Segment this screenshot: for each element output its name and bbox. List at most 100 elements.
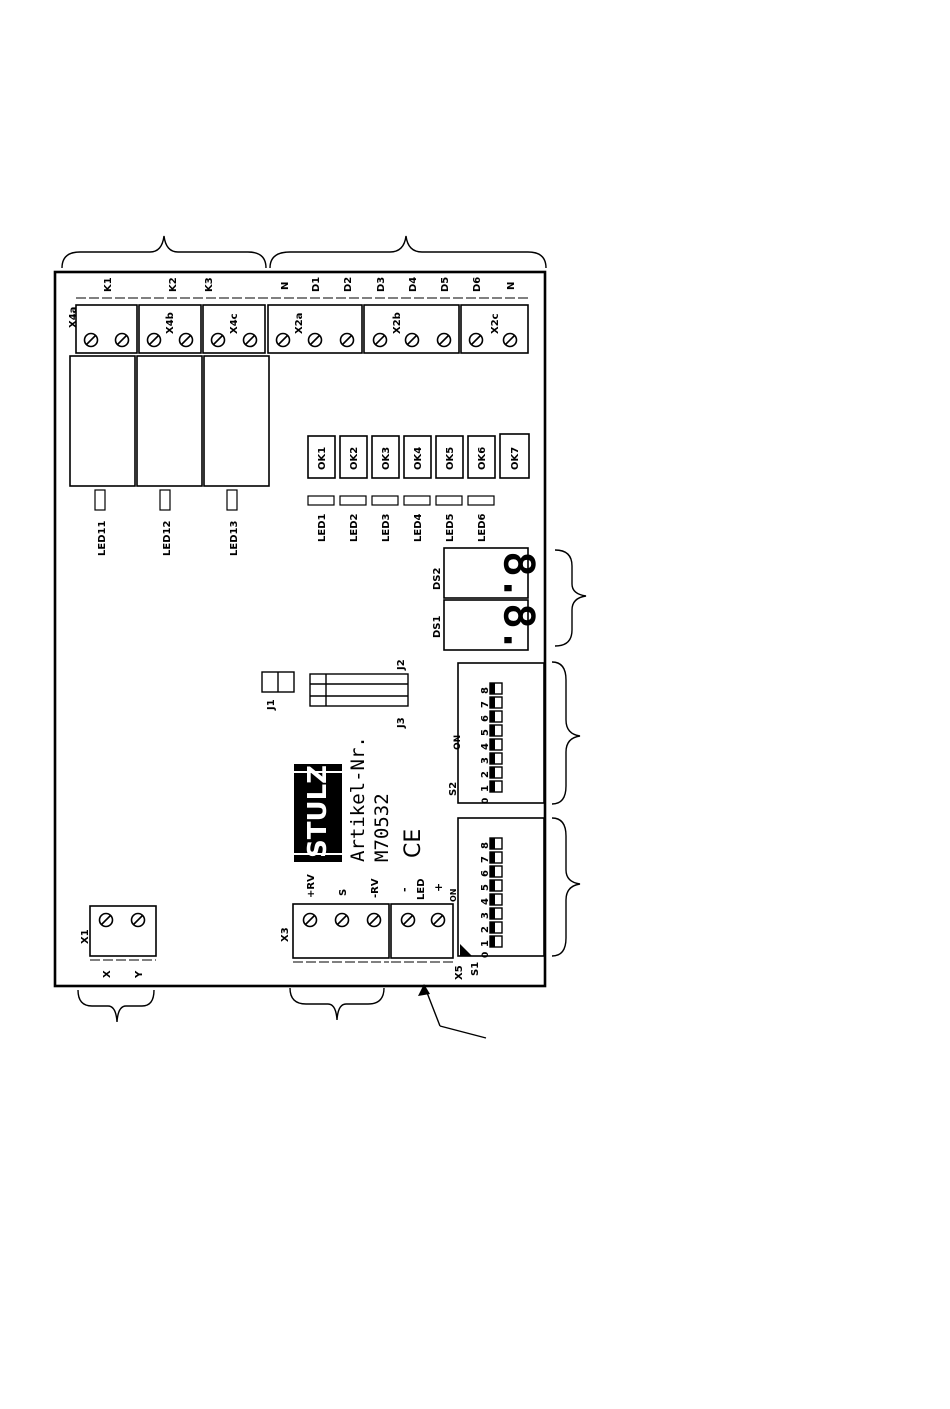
label-x4a: X4a [68,307,79,328]
screw-terminals [85,334,517,347]
led-indicator [404,496,430,505]
jumper-j2-j3[interactable] [310,674,408,706]
article-number: M70532 [371,793,393,862]
screw-icon[interactable] [470,334,483,347]
screw-icon[interactable] [148,334,161,347]
pin-label: D5 [440,277,451,292]
pin-label: LED [416,878,427,900]
screw-icon[interactable] [368,914,381,927]
screw-icon[interactable] [132,914,145,927]
pin-label: K1 [103,277,114,292]
screw-icon[interactable] [438,334,451,347]
screw-icon[interactable] [277,334,290,347]
optocoupler-ok5: OK5 [436,436,463,478]
dip-pos: 2 [480,926,491,933]
dip-pos: 7 [480,701,491,708]
label-x2a: X2a [294,313,305,334]
screw-icon[interactable] [504,334,517,347]
screw-icon[interactable] [212,334,225,347]
label-ds1: DS1 [432,615,443,638]
dip-pos: 1 [480,940,491,947]
relay-k3 [204,356,269,486]
dip-pos: 4 [480,743,491,750]
screw-icon[interactable] [406,334,419,347]
screw-icon[interactable] [85,334,98,347]
optocoupler-ok6: OK6 [468,436,495,478]
label-on: ON [449,889,458,903]
dip-on: ON [453,735,463,750]
label-led13: LED13 [229,521,240,556]
label-led5: LED5 [445,513,456,542]
pin-label: S [338,889,349,896]
ok-label: OK7 [510,447,521,470]
dip-pos: 7 [480,856,491,863]
label-led3: LED3 [381,513,392,542]
pin-label: X [102,970,113,978]
label-led1: LED1 [317,513,328,542]
label-j2: J2 [396,659,407,671]
s1-corner-marker [460,944,472,956]
pin-label: D2 [343,277,354,292]
ok-label: OK3 [381,447,392,470]
ok-label: OK5 [445,447,456,470]
pin-labels: K1 K2 K3 N D1 D2 D3 D4 D5 D6 N [103,277,517,292]
dip-switch-s1[interactable]: 1 2 3 4 5 6 7 8 0 S1 [458,818,544,976]
pin-label: N [280,282,291,290]
dip-pos: 8 [480,687,491,694]
label-led4: LED4 [413,513,424,542]
optocoupler-ok4: OK4 [404,436,431,478]
pin-label: D1 [311,277,322,292]
dip-pos: 4 [480,898,491,905]
label-led12: LED12 [162,521,173,556]
screw-icon[interactable] [341,334,354,347]
led-indicator [372,496,398,505]
screw-icon[interactable] [304,914,317,927]
screw-icon[interactable] [309,334,322,347]
terminal-block-x5 [391,904,453,958]
jumper-j1[interactable] [262,672,294,692]
relays [70,356,269,486]
led-indicator [340,496,366,505]
screw-icon[interactable] [336,914,349,927]
brace-right-s1 [552,818,580,956]
label-x4b: X4b [165,312,176,334]
brace-top-right [270,236,546,268]
jumpers [262,672,408,706]
ok-label: OK4 [413,447,424,470]
terminal-block-x1 [90,906,156,956]
label-x2b: X2b [392,312,403,334]
label-led11: LED11 [97,521,108,556]
digit-ds1: 8. [495,604,541,652]
pin-label: K2 [168,277,179,292]
dip-pos: 5 [480,884,491,891]
led-indicator [95,490,105,510]
led-indicator [468,496,494,505]
pin-label: + [432,883,445,892]
status-leds: LED1 LED2 LED3 LED4 LED5 LED6 [308,496,494,542]
screw-icon[interactable] [374,334,387,347]
screw-icon[interactable] [100,914,113,927]
screw-icon[interactable] [116,334,129,347]
digit-ds2: 8. [495,552,541,600]
seven-segment-displays: DS2 DS1 8. 8. [432,548,541,652]
dip-pos: 2 [480,771,491,778]
screw-icon[interactable] [432,914,445,927]
screw-icon[interactable] [402,914,415,927]
relay-k2 [137,356,202,486]
optocoupler-ok7: OK7 [500,434,529,478]
led-indicator [160,490,170,510]
screw-icon[interactable] [244,334,257,347]
label-x2c: X2c [490,313,501,334]
dip-pos: 3 [480,912,491,919]
pin-label: N [506,282,517,290]
screw-icon[interactable] [180,334,193,347]
label-j1: J1 [266,699,277,711]
label-s1: S1 [470,962,481,976]
pin-label: D4 [408,277,419,292]
pin-label: -RV [370,878,381,898]
dip-switch-s2[interactable]: 1 2 3 4 5 6 7 8 0 ON S2 [448,663,544,804]
pin-label: K3 [204,277,215,292]
dip-pos: 1 [480,785,491,792]
pin-label: +RV [306,874,317,898]
